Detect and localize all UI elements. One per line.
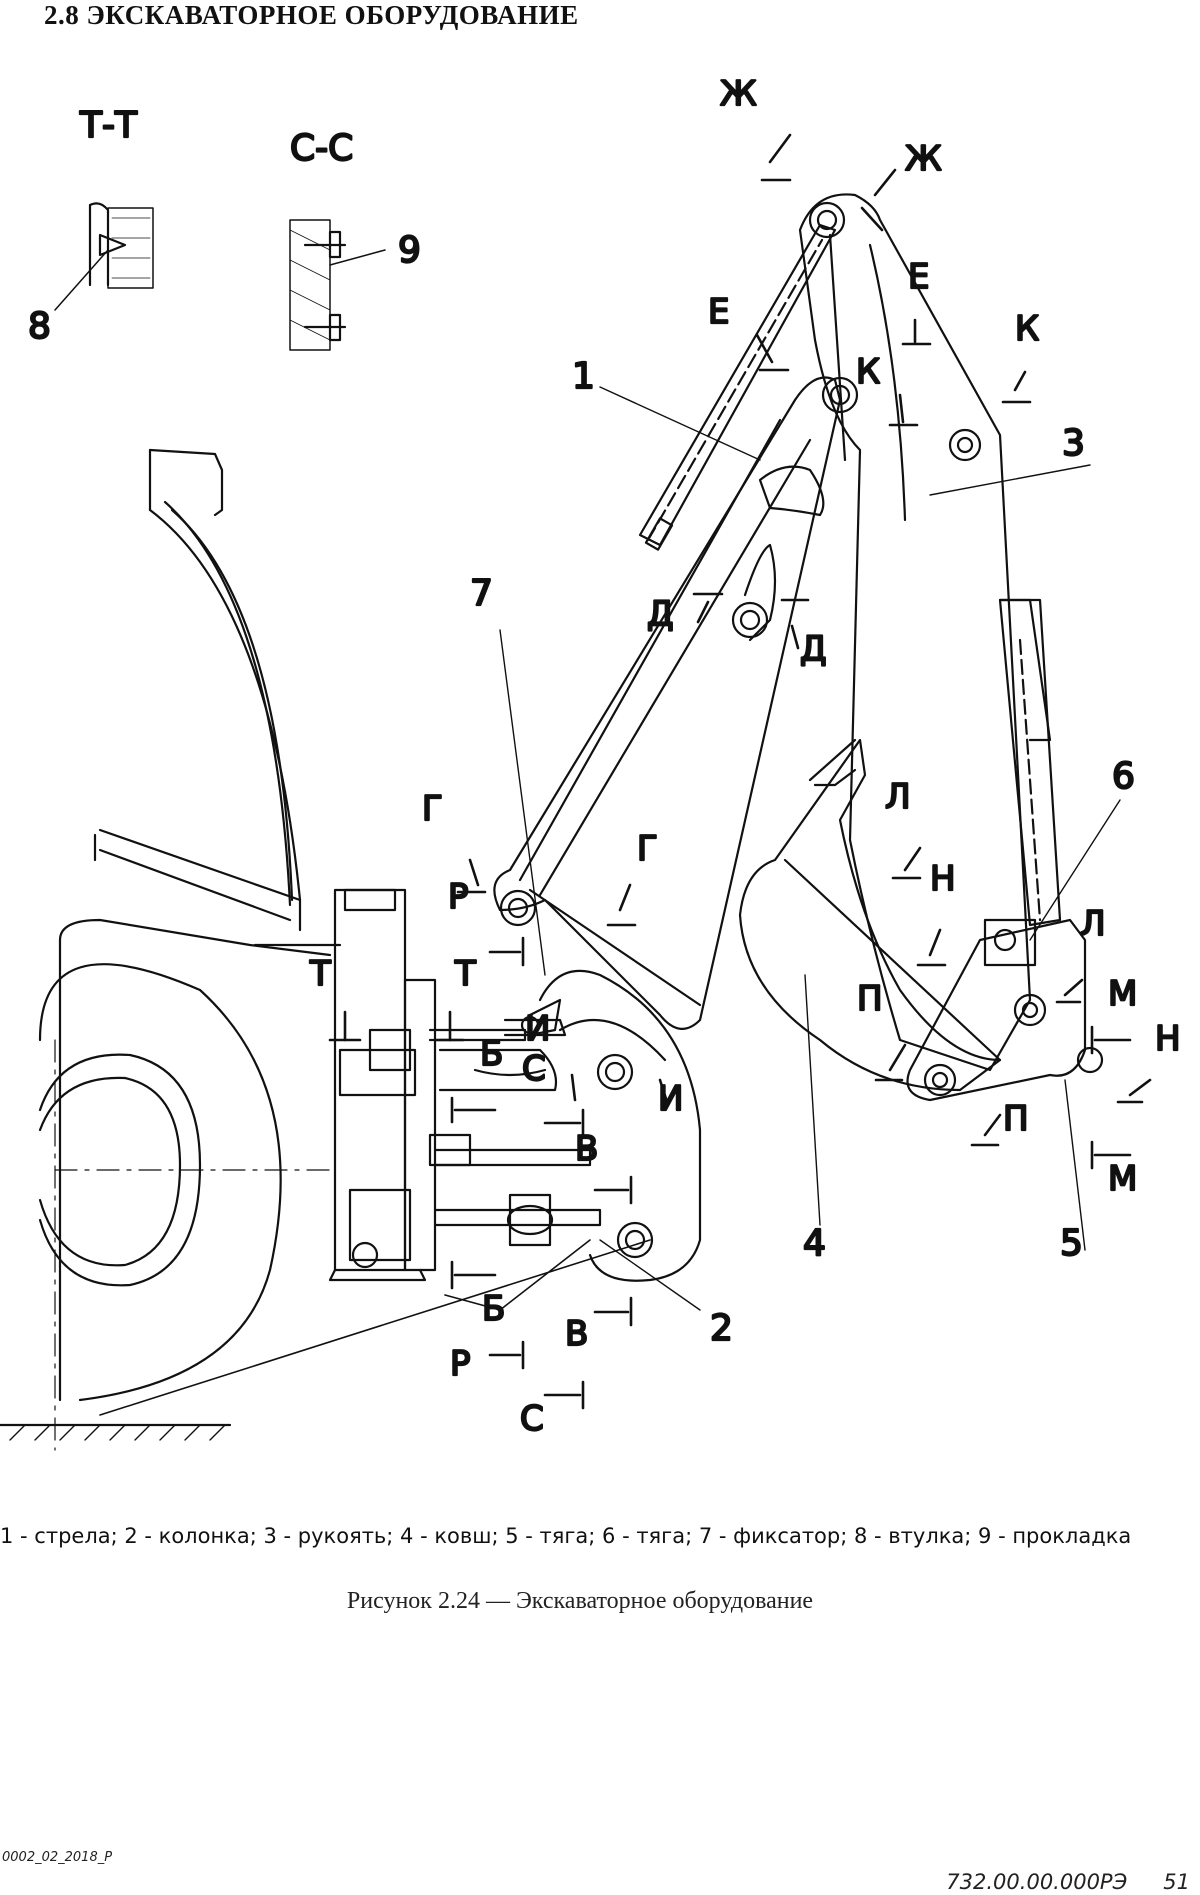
ground-hatch <box>0 1239 651 1441</box>
mark-m-bottom: М <box>1108 1159 1137 1199</box>
section-cc-view <box>289 219 386 351</box>
mark-r-top: Р <box>448 877 469 917</box>
mark-i-left: И <box>525 1009 550 1049</box>
mark-l-left: Л <box>885 777 911 817</box>
mark-e-right: Е <box>908 257 929 297</box>
figure-caption: Рисунок 2.24 — Экскаваторное оборудовани… <box>346 1588 814 1614</box>
mark-t-left: Т <box>309 954 331 994</box>
footer-doc-code: 0002_02_2018_P <box>2 1850 113 1865</box>
mark-m-top: М <box>1108 974 1137 1014</box>
mark-i-right: И <box>658 1079 683 1119</box>
excavator-drawing: Т-Т С-С 1 2 3 4 5 6 7 8 9 Ж Ж Е Е К К Д … <box>0 40 1200 1480</box>
mark-d-left: Д <box>647 594 674 634</box>
mark-k-mid: К <box>856 352 880 392</box>
tractor-body <box>58 448 342 1402</box>
mark-v-top: В <box>575 1129 598 1169</box>
mark-g-left: Г <box>422 789 443 829</box>
footer-doc-number: 732.00.00.000РЭ <box>946 1870 1128 1894</box>
arm-cylinder <box>998 598 1062 927</box>
mark-t-right: Т <box>454 954 476 994</box>
boom-cylinder <box>638 223 837 551</box>
part-number-4: 4 <box>803 1223 826 1264</box>
mark-s-top: С <box>522 1049 546 1089</box>
part-number-8: 8 <box>28 306 51 347</box>
mounting-frame <box>328 888 602 1282</box>
mark-r-bottom: Р <box>450 1344 471 1384</box>
part-number-7: 7 <box>470 573 493 614</box>
section-tt-label: Т-Т <box>79 105 138 146</box>
mark-e-left: Е <box>708 292 729 332</box>
rear-wheel <box>38 963 331 1451</box>
footer-page-number: 51 <box>1163 1870 1190 1894</box>
part-number-2: 2 <box>710 1308 733 1349</box>
part-number-6: 6 <box>1112 756 1135 797</box>
section-cc-label: С-С <box>290 128 353 169</box>
mark-n-right: Н <box>1155 1019 1181 1059</box>
boom-part-1 <box>493 376 842 1030</box>
part-number-5: 5 <box>1060 1223 1083 1264</box>
mark-b-bottom: Б <box>482 1289 505 1329</box>
mark-d-right: Д <box>800 629 827 669</box>
section-tt-view <box>54 202 154 311</box>
arm-part-3 <box>798 193 1052 1072</box>
mark-g-right: Г <box>637 829 658 869</box>
mark-p-right: П <box>1003 1099 1029 1139</box>
section-markers <box>328 133 1152 1410</box>
part-number-9: 9 <box>398 230 421 271</box>
leader-lines <box>499 386 1121 1311</box>
mark-l-right: Л <box>1080 904 1106 944</box>
column-part-2 <box>444 969 702 1311</box>
part-number-1: 1 <box>572 356 595 397</box>
footer-right: 732.00.00.000РЭ 51 <box>910 1870 1190 1894</box>
mark-zh-right: Ж <box>905 139 942 179</box>
mark-p-left: П <box>857 979 883 1019</box>
page-title: 2.8 ЭКСКАВАТОРНОЕ ОБОРУДОВАНИЕ <box>44 0 579 30</box>
fixator-part-7 <box>520 998 562 1037</box>
mark-s-bottom: С <box>520 1399 544 1439</box>
figure-legend: 1 - стрела; 2 - колонка; 3 - рукоять; 4 … <box>0 1524 1132 1548</box>
mark-b-top: Б <box>480 1034 503 1074</box>
mark-k-right: К <box>1015 309 1039 349</box>
part-number-3: 3 <box>1062 423 1085 464</box>
bucket-part-4 <box>738 738 1002 1092</box>
mark-v-bottom: В <box>565 1314 588 1354</box>
mark-zh-top: Ж <box>720 74 757 114</box>
mark-n-left: Н <box>930 859 956 899</box>
link-rods-5-6 <box>906 918 1104 1102</box>
